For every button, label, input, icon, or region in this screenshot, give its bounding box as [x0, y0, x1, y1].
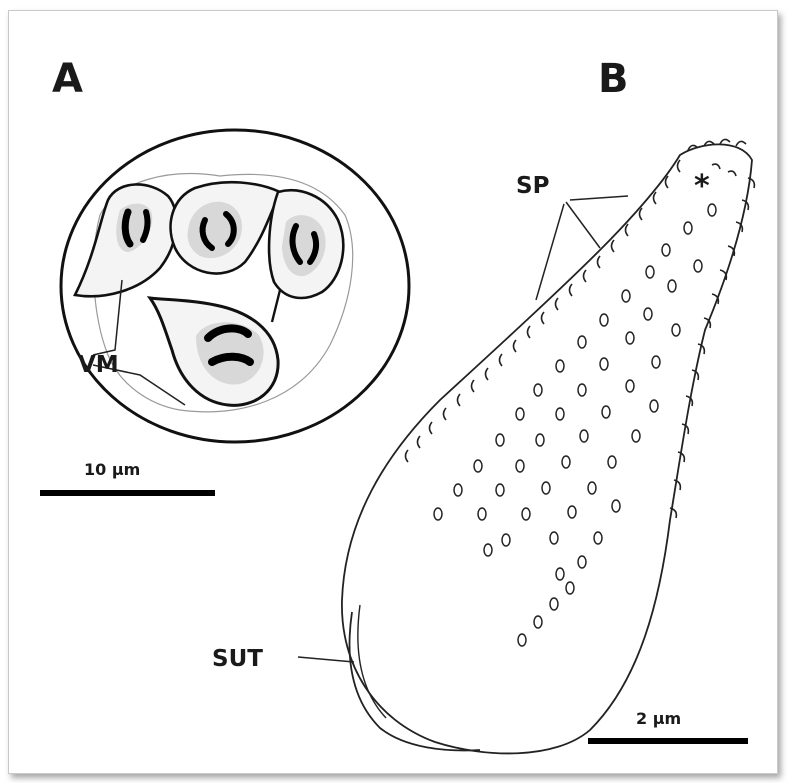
scale-bar-b	[588, 738, 748, 744]
vm-label: VM	[78, 352, 119, 378]
scale-bar-a	[40, 490, 215, 496]
sporocyst-3	[269, 190, 343, 322]
apical-star: *	[694, 169, 710, 204]
sp-label: SP	[516, 173, 549, 199]
scale-bar-b-label: 2 µm	[636, 709, 681, 728]
sporocyst-4	[150, 298, 278, 405]
panel-b-letter: B	[598, 56, 629, 102]
scale-bar-a-label: 10 µm	[84, 460, 140, 479]
sut-label: SUT	[212, 646, 263, 672]
sporocyst-2	[171, 182, 280, 273]
panel-a-letter: A	[52, 56, 83, 102]
sut-pointer-line	[298, 657, 354, 662]
sporozoite-outline	[342, 144, 752, 753]
